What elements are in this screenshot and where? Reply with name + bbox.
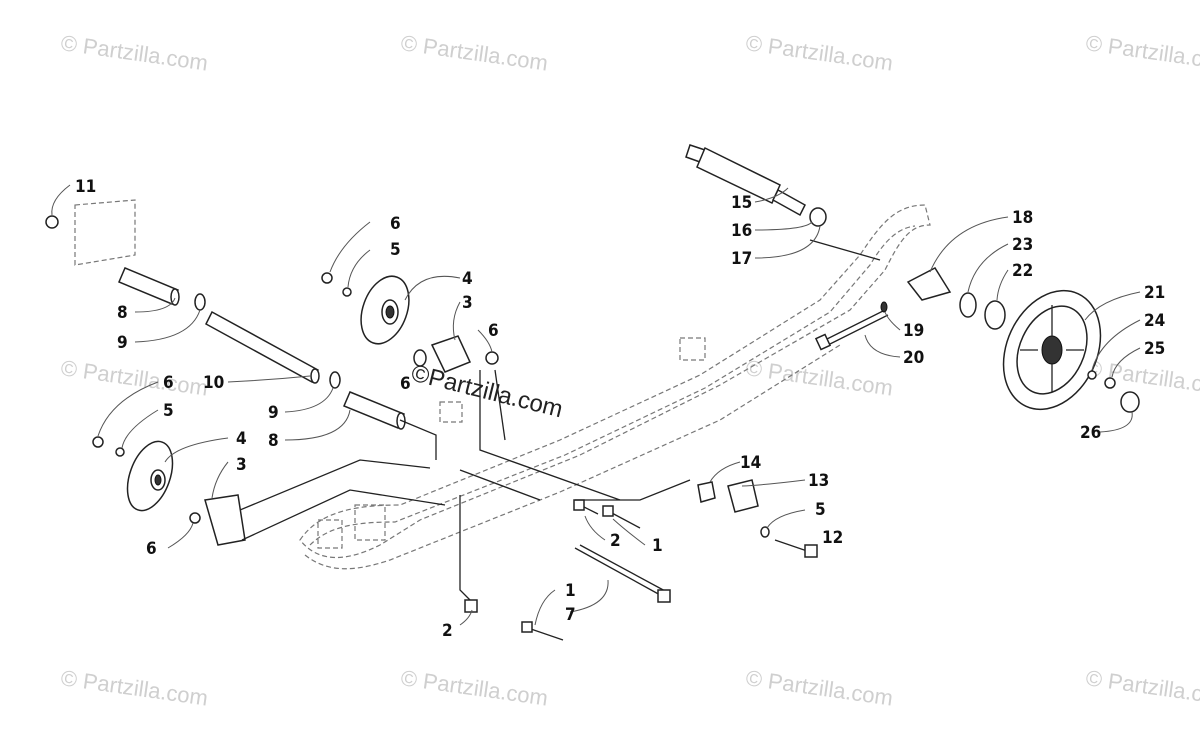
callout-7: 7 bbox=[565, 605, 576, 625]
callout-18: 18 bbox=[1012, 208, 1033, 228]
bolt bbox=[574, 547, 663, 597]
bolts bbox=[464, 499, 818, 641]
upper-shaft bbox=[696, 146, 781, 205]
watermark: © Partzilla.com bbox=[744, 355, 894, 400]
callout-6: 6 bbox=[146, 539, 157, 559]
callout-23: 23 bbox=[1012, 235, 1033, 255]
bolt bbox=[774, 539, 811, 553]
callout-13: 13 bbox=[808, 471, 829, 491]
nut bbox=[92, 436, 104, 448]
callout-11: 11 bbox=[75, 177, 96, 197]
watermark: © Partzilla.com bbox=[744, 30, 894, 75]
callout-9: 9 bbox=[268, 403, 279, 423]
callout-6: 6 bbox=[163, 373, 174, 393]
bolt bbox=[527, 627, 564, 641]
callout-5: 5 bbox=[815, 500, 826, 520]
callout-26: 26 bbox=[1080, 423, 1101, 443]
callout-24: 24 bbox=[1144, 311, 1165, 331]
callout-5: 5 bbox=[390, 240, 401, 260]
callout-4: 4 bbox=[462, 269, 473, 289]
bracket bbox=[727, 479, 759, 513]
callout-22: 22 bbox=[1012, 261, 1033, 281]
callout-6: 6 bbox=[390, 214, 401, 234]
callout-15: 15 bbox=[731, 193, 752, 213]
callout-8: 8 bbox=[268, 431, 279, 451]
callout-2: 2 bbox=[442, 621, 453, 641]
long-bolt bbox=[824, 309, 886, 341]
spacer-lower bbox=[343, 391, 405, 429]
washer bbox=[329, 371, 341, 389]
callout-17: 17 bbox=[731, 249, 752, 269]
callout-25: 25 bbox=[1144, 339, 1165, 359]
nut bbox=[45, 215, 59, 229]
nut bbox=[321, 272, 333, 284]
callout-16: 16 bbox=[731, 221, 752, 241]
bearing-housing bbox=[906, 267, 952, 301]
watermark: © Partzilla.com bbox=[59, 30, 209, 75]
callout-2: 2 bbox=[610, 531, 621, 551]
callout-19: 19 bbox=[903, 321, 924, 341]
callout-3: 3 bbox=[462, 293, 473, 313]
axle-bracket bbox=[430, 335, 472, 373]
callout-labels: 11 6 5 4 3 6 6 8 9 10 9 8 6 5 4 3 6 14 1… bbox=[75, 177, 1165, 641]
callout-6: 6 bbox=[488, 321, 499, 341]
center-watermark: ©Partzilla.com bbox=[409, 360, 566, 424]
watermark: © Partzilla.com bbox=[399, 665, 549, 710]
hub-cap bbox=[1120, 391, 1140, 413]
callout-5: 5 bbox=[163, 401, 174, 421]
washer-upper bbox=[809, 207, 827, 227]
nut bbox=[1104, 377, 1116, 389]
callout-9: 9 bbox=[117, 333, 128, 353]
spacer bbox=[697, 481, 716, 503]
callout-14: 14 bbox=[740, 453, 761, 473]
washer bbox=[194, 293, 206, 311]
callout-10: 10 bbox=[203, 373, 224, 393]
leader-lines bbox=[239, 239, 881, 601]
spacer-upper bbox=[118, 267, 179, 305]
watermark: © Partzilla.com bbox=[744, 665, 894, 710]
axle-bracket bbox=[204, 494, 246, 546]
rear-wheel-assembly bbox=[697, 267, 1140, 513]
callout-12: 12 bbox=[822, 528, 843, 548]
watermark: © Partzilla.com bbox=[59, 355, 209, 400]
retaining-ring bbox=[959, 292, 977, 318]
watermark: © Partzilla.com bbox=[399, 30, 549, 75]
rail-frame bbox=[74, 199, 931, 570]
nut bbox=[464, 599, 478, 613]
callout-8: 8 bbox=[117, 303, 128, 323]
callout-21: 21 bbox=[1144, 283, 1165, 303]
callout-1: 1 bbox=[565, 581, 576, 601]
callout-3: 3 bbox=[236, 455, 247, 475]
idler-wheel-lower bbox=[45, 215, 246, 546]
watermark: © Partzilla.com bbox=[59, 665, 209, 710]
bearing bbox=[984, 300, 1006, 330]
axle-shaft bbox=[205, 310, 319, 384]
shafts bbox=[118, 144, 889, 430]
callout-1: 1 bbox=[652, 536, 663, 556]
callout-20: 20 bbox=[903, 348, 924, 368]
watermark: © Partzilla.com bbox=[1084, 30, 1200, 75]
watermark: © Partzilla.com bbox=[1084, 355, 1200, 400]
bolt bbox=[609, 511, 641, 529]
callout-6: 6 bbox=[400, 374, 411, 394]
callout-4: 4 bbox=[236, 429, 247, 449]
callout-leaders bbox=[51, 184, 1141, 626]
watermark: © Partzilla.com bbox=[1084, 665, 1200, 710]
idler-wheel-upper bbox=[321, 272, 499, 373]
